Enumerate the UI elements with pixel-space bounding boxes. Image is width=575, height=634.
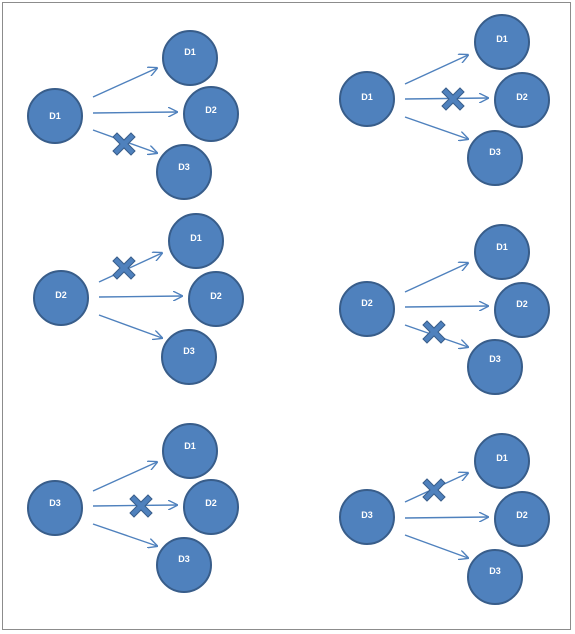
node-label: D2 xyxy=(55,290,67,300)
target-node-d1: D1 xyxy=(474,224,530,280)
arrow-to-d1 xyxy=(98,253,162,283)
node-label: D1 xyxy=(496,453,508,463)
arrow-to-d3 xyxy=(98,314,162,338)
cross-icon xyxy=(422,320,446,344)
node-label: D3 xyxy=(489,566,501,576)
panel-3: D2 D1 D2 D3 xyxy=(33,213,244,385)
node-label: D1 xyxy=(184,441,196,451)
node-label: D1 xyxy=(190,233,202,243)
cross-icon xyxy=(112,132,136,156)
arrow-to-d1 xyxy=(92,68,157,98)
target-node-d1: D1 xyxy=(474,14,530,70)
source-node: D1 xyxy=(339,71,395,127)
source-node: D2 xyxy=(33,270,89,326)
node-label: D3 xyxy=(49,498,61,508)
node-label: D1 xyxy=(49,111,61,121)
panel-4: D2 D1 D2 D3 xyxy=(339,224,550,395)
target-node-d2: D2 xyxy=(494,491,550,547)
arrow-to-d2 xyxy=(92,112,177,113)
arrow-to-d2 xyxy=(404,98,488,99)
panel-6: D3 D1 D2 D3 xyxy=(339,433,550,605)
source-node: D2 xyxy=(339,281,395,337)
node-label: D1 xyxy=(496,242,508,252)
arrow-to-d2 xyxy=(404,517,488,518)
node-label: D2 xyxy=(516,510,528,520)
cross-icon xyxy=(441,87,465,111)
node-label: D2 xyxy=(361,298,373,308)
panel-5: D3 D1 D2 D3 xyxy=(27,423,239,593)
arrow-to-d3 xyxy=(404,116,468,139)
node-label: D3 xyxy=(178,554,190,564)
arrow-to-d2 xyxy=(404,306,488,307)
arrow-to-d1 xyxy=(404,55,468,85)
target-node-d2: D2 xyxy=(494,282,550,338)
node-label: D2 xyxy=(205,498,217,508)
node-label: D1 xyxy=(496,34,508,44)
target-node-d1: D1 xyxy=(474,433,530,489)
node-label: D1 xyxy=(184,47,196,57)
target-node-d3: D3 xyxy=(156,144,212,200)
node-label: D3 xyxy=(178,162,190,172)
node-label: D2 xyxy=(210,291,222,301)
target-node-d2: D2 xyxy=(183,479,239,535)
target-node-d3: D3 xyxy=(161,329,217,385)
arrow-to-d1 xyxy=(404,263,468,293)
node-label: D3 xyxy=(489,147,501,157)
node-label: D1 xyxy=(361,92,373,102)
arrow-to-d2 xyxy=(98,296,182,297)
cross-icon xyxy=(422,478,446,502)
target-node-d2: D2 xyxy=(183,86,239,142)
target-node-d2: D2 xyxy=(494,72,550,128)
target-node-d1: D1 xyxy=(168,213,224,269)
node-label: D2 xyxy=(516,92,528,102)
arrow-to-d3 xyxy=(404,534,468,558)
target-node-d1: D1 xyxy=(162,30,218,86)
node-label: D2 xyxy=(205,105,217,115)
target-node-d3: D3 xyxy=(467,130,523,186)
arrow-to-d1 xyxy=(92,462,157,492)
cross-icon xyxy=(112,256,136,280)
arrow-to-d2 xyxy=(92,505,177,506)
source-node: D3 xyxy=(27,480,83,536)
target-node-d1: D1 xyxy=(162,423,218,479)
arrow-to-d3 xyxy=(92,523,157,546)
panel-1: D1 D1 D2 D3 xyxy=(27,30,239,200)
node-label: D3 xyxy=(489,354,501,364)
target-node-d3: D3 xyxy=(467,339,523,395)
cross-icon xyxy=(129,494,153,518)
source-node: D3 xyxy=(339,489,395,545)
panel-2: D1 D1 D2 D3 xyxy=(339,14,550,186)
target-node-d3: D3 xyxy=(156,537,212,593)
target-node-d2: D2 xyxy=(188,271,244,327)
source-node: D1 xyxy=(27,88,83,144)
node-label: D2 xyxy=(516,299,528,309)
node-label: D3 xyxy=(183,346,195,356)
target-node-d3: D3 xyxy=(467,549,523,605)
node-label: D3 xyxy=(361,510,373,520)
